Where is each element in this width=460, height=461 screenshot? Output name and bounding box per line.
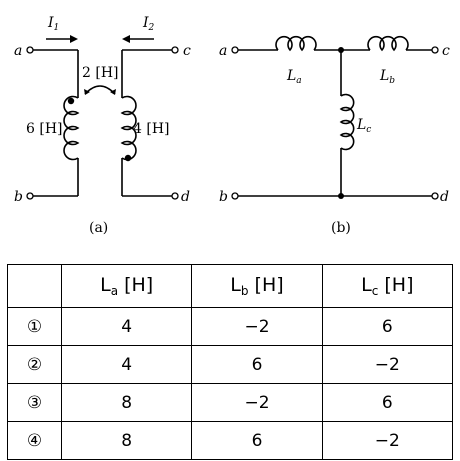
current-i2-label: I2 (142, 15, 155, 33)
cell-lb: 6 (191, 421, 323, 460)
caption-a: (a) (89, 220, 108, 236)
current-i1-label: I1 (47, 15, 59, 33)
table-row: ④ 8 6 −2 (7, 421, 454, 460)
cell-lc: 6 (321, 383, 454, 422)
mutual-arc (84, 85, 116, 95)
inductor-6h (63, 95, 80, 161)
left-inductance-label: 6 [H] (26, 121, 63, 137)
label-a-terminal-a: a (14, 43, 22, 59)
option-number[interactable]: ① (7, 307, 62, 346)
cell-lb: −2 (191, 383, 323, 422)
terminal-b-c (431, 46, 439, 54)
terminal-b-d (431, 192, 439, 200)
label-b-terminal-d: d (440, 189, 449, 205)
table-row: ② 4 6 −2 (7, 345, 454, 384)
answer-options-table: La [H] Lb [H] Lc [H] ① 4 −2 6 ② 4 6 −2 ③… (7, 264, 454, 460)
cell-lc: −2 (321, 345, 454, 384)
circuit-a (33, 38, 172, 197)
junction-top (338, 47, 344, 53)
i1-arrowhead-icon (70, 35, 78, 43)
label-a-terminal-b: b (14, 189, 23, 205)
table-row: ① 4 −2 6 (7, 307, 454, 346)
cell-la: 8 (60, 421, 193, 460)
cell-la: 4 (60, 345, 193, 384)
terminal-b-a (231, 46, 239, 54)
cell-la: 4 (60, 307, 193, 346)
mutual-arrowhead-left-icon (84, 89, 90, 95)
label-b-terminal-b: b (219, 189, 228, 205)
option-number[interactable]: ② (7, 345, 62, 384)
lc-label: Lc (356, 117, 371, 135)
mutual-arrowhead-right-icon (110, 89, 116, 95)
inductor-lc (339, 93, 355, 151)
option-number[interactable]: ④ (7, 421, 62, 460)
cell-lb: 6 (191, 345, 323, 384)
terminal-d (171, 192, 179, 200)
cell-la: 8 (60, 383, 193, 422)
inductor-lb (367, 35, 409, 52)
header-lc: Lc [H] (321, 264, 454, 308)
terminal-c (171, 46, 179, 54)
label-b-terminal-a: a (219, 43, 227, 59)
option-number[interactable]: ③ (7, 383, 62, 422)
dot-marker-right (124, 154, 132, 162)
header-empty-cell (7, 264, 62, 308)
cell-lc: 6 (321, 307, 454, 346)
lb-label: Lb (379, 68, 395, 86)
terminal-a (26, 46, 34, 54)
label-b-terminal-c: c (442, 43, 450, 59)
junction-bottom (338, 193, 344, 199)
table-header-row: La [H] Lb [H] Lc [H] (7, 264, 454, 308)
label-a-terminal-c: c (183, 43, 191, 59)
right-inductance-label: 4 [H] (133, 121, 170, 137)
cell-lc: −2 (321, 421, 454, 460)
i2-arrowhead-icon (122, 35, 130, 43)
caption-b: (b) (331, 220, 351, 236)
label-a-terminal-d: d (181, 189, 190, 205)
header-lb: Lb [H] (191, 264, 323, 308)
cell-lb: −2 (191, 307, 323, 346)
header-la: La [H] (60, 264, 193, 308)
circuit-b (238, 35, 432, 197)
inductor-4h (120, 95, 137, 161)
mutual-inductance-label: 2 [H] (82, 65, 119, 81)
terminal-b-b (231, 192, 239, 200)
la-label: La (286, 68, 302, 86)
inductor-la (275, 35, 317, 52)
table-row: ③ 8 −2 6 (7, 383, 454, 422)
circuit-diagrams: a b c d I1 I2 2 [H] 6 [H] 4 [H] (a) a b … (14, 15, 450, 236)
dot-marker-left (67, 97, 75, 105)
terminal-b (26, 192, 34, 200)
